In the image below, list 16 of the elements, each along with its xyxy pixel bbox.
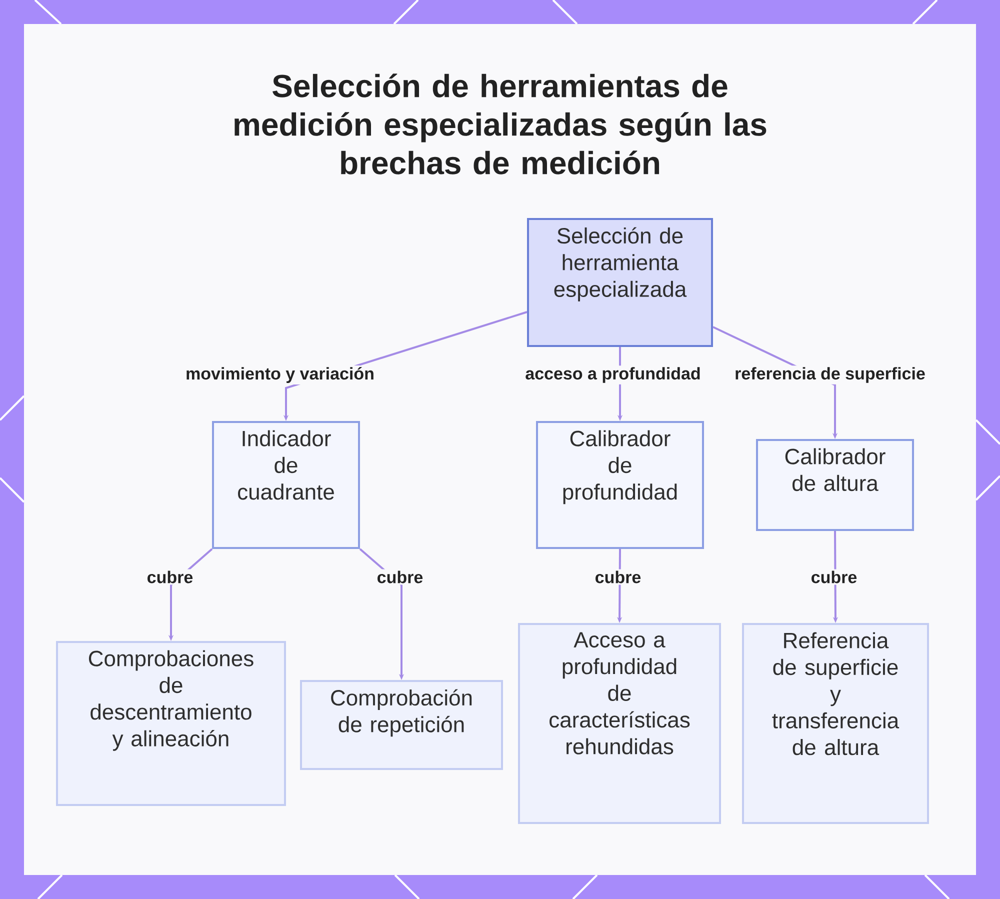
process-box: Referencia de superficie y transferencia de altura bbox=[742, 623, 930, 824]
edge-label: cubre bbox=[375, 569, 425, 585]
process-box: Calibrador de altura bbox=[756, 439, 914, 531]
edge-label: movimiento y variación bbox=[184, 366, 376, 384]
edge-label: referencia de superficie bbox=[733, 366, 927, 384]
process-box: Comprobaciones de descentramiento y alineación bbox=[56, 641, 286, 806]
edge-label: cubre bbox=[593, 569, 643, 585]
edge-label: cubre bbox=[145, 569, 195, 585]
edge-label: cubre bbox=[809, 569, 859, 585]
process-box: Selección de herramienta especializada bbox=[527, 218, 713, 347]
process-box: Acceso a profundidad de características rehundidas bbox=[518, 623, 722, 824]
title: Selección de herramientas de medición especializadas según las brechas de medición bbox=[234, 74, 766, 174]
process-box: Comprobación de repetición bbox=[300, 680, 503, 770]
process-box: Calibrador de profundidad bbox=[536, 421, 704, 549]
process-box: Indicador de cuadrante bbox=[212, 421, 360, 549]
edge-label: acceso a profundidad bbox=[524, 366, 702, 384]
